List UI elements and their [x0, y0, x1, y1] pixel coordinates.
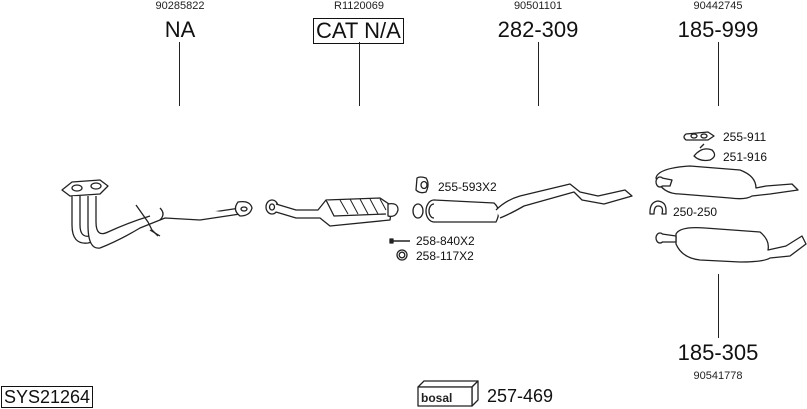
rear-silencer-b-drawing[interactable] [655, 226, 807, 263]
accessory-label-rubber-strap[interactable]: 255-911 [723, 130, 767, 144]
leader-line-middle-silencer [538, 42, 539, 106]
bolt-drawing[interactable] [389, 238, 410, 244]
middle-silencer-drawing[interactable] [412, 183, 633, 223]
bosal-logo: bosal [421, 391, 452, 405]
system-code: SYS21264 [1, 386, 94, 408]
rubber-strap-drawing[interactable] [683, 131, 715, 141]
leader-line-rear-silencer-a [718, 42, 719, 106]
rear-silencer-a-drawing[interactable] [655, 165, 799, 200]
part-number-catalytic-converter[interactable]: CAT N/A [313, 18, 404, 44]
catalytic-converter-drawing[interactable] [265, 197, 399, 227]
oe-number-middle-silencer: 90501101 [513, 0, 563, 12]
seal-ring-drawing[interactable] [396, 249, 408, 261]
part-number-front-pipe[interactable]: NA [164, 17, 196, 42]
rubber-mount-drawing[interactable] [415, 176, 429, 194]
pipe-clamp-drawing[interactable] [649, 200, 667, 215]
accessory-label-seal-ring[interactable]: 258-117X2 [416, 249, 474, 263]
leader-line-rear-silencer-b [718, 274, 719, 338]
oe-number-catalytic-converter: R1120069 [334, 0, 384, 12]
clamp-bracket-drawing[interactable] [693, 143, 716, 162]
accessory-label-bolt[interactable]: 258-840X2 [416, 234, 475, 248]
leader-line-front-pipe [179, 42, 180, 106]
oe-number-front-pipe: 90285822 [155, 0, 205, 12]
accessory-label-clamp-bracket[interactable]: 251-916 [723, 150, 768, 164]
bosal-kit-box [417, 380, 479, 407]
part-number-rear-silencer-a[interactable]: 185-999 [677, 17, 759, 42]
part-number-middle-silencer[interactable]: 282-309 [497, 17, 579, 42]
oe-number-rear-silencer-b: 90541778 [693, 370, 743, 382]
mounting-kit-number[interactable]: 257-469 [487, 386, 554, 406]
oe-number-rear-silencer-a: 90442745 [693, 0, 743, 12]
accessory-label-rubber-mount[interactable]: 255-593X2 [438, 180, 497, 194]
cat-na-box: CAT N/A [313, 18, 404, 44]
accessory-label-pipe-clamp[interactable]: 250-250 [673, 205, 718, 219]
part-number-rear-silencer-b[interactable]: 185-305 [677, 340, 759, 365]
front-pipe-drawing[interactable] [61, 179, 253, 249]
leader-line-catalytic-converter [359, 42, 360, 106]
